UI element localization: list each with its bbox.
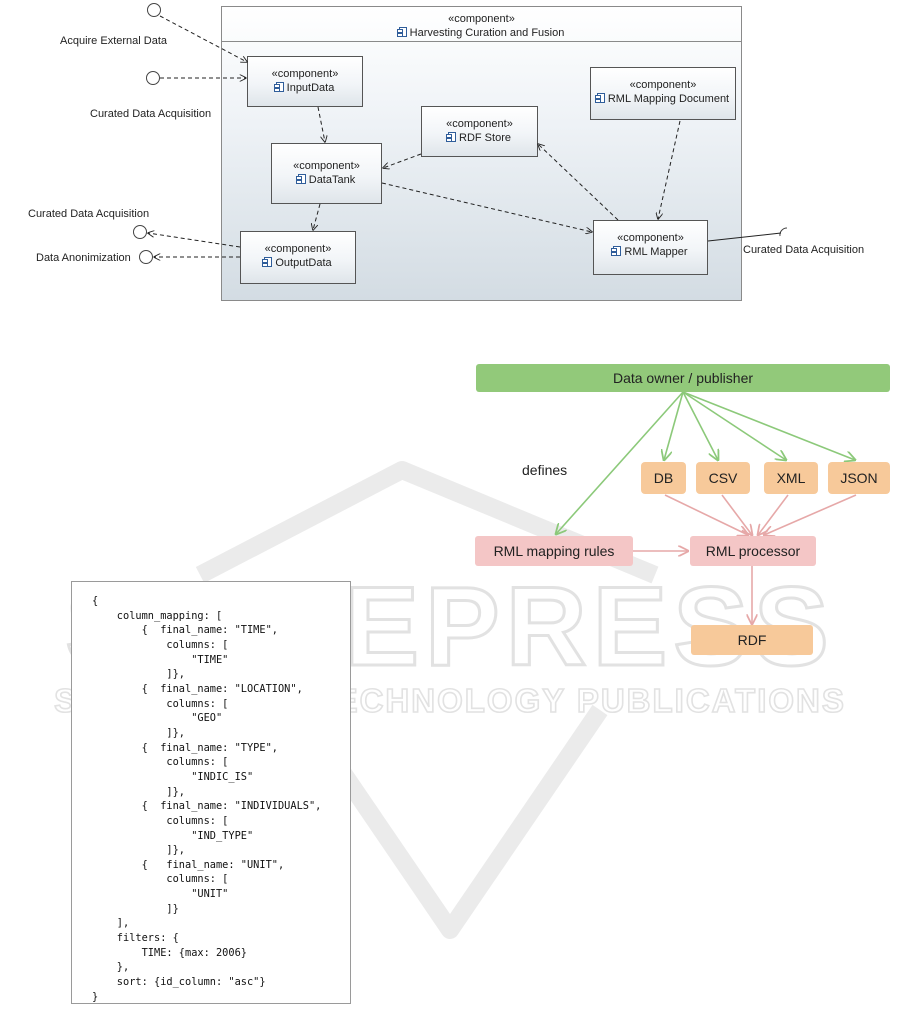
source-xml: XML bbox=[764, 462, 818, 494]
interface-label-data-anonimization: Data Anonimization bbox=[36, 252, 131, 264]
component-icon bbox=[295, 174, 306, 184]
component-rdf-store: «component» RDF Store bbox=[421, 106, 538, 157]
interface-label-curated-right: Curated Data Acquisition bbox=[743, 244, 865, 256]
interface-label-acquire-external: Acquire External Data bbox=[60, 35, 167, 47]
interface-label-curated-top: Curated Data Acquisition bbox=[90, 108, 212, 120]
rml-processor-box: RML processor bbox=[690, 536, 816, 566]
frame-header: «component» Harvesting Curation and Fusi… bbox=[222, 7, 741, 42]
component-name-text: OutputData bbox=[275, 257, 332, 269]
source-csv: CSV bbox=[696, 462, 750, 494]
component-name: DataTank bbox=[272, 174, 381, 186]
arrow-owner-to-rules bbox=[556, 391, 684, 534]
arrow-owner-to-csv bbox=[682, 391, 718, 460]
component-icon bbox=[396, 27, 407, 37]
connector bbox=[313, 203, 321, 230]
component-name: OutputData bbox=[241, 257, 355, 269]
arrow-db-to-processor bbox=[664, 494, 748, 535]
frame-name: Harvesting Curation and Fusion bbox=[222, 27, 741, 39]
component-icon bbox=[611, 246, 622, 256]
component-name-text: InputData bbox=[286, 82, 335, 94]
component-icon bbox=[446, 132, 457, 142]
frame-stereotype: «component» bbox=[448, 13, 515, 25]
component-icon bbox=[273, 82, 284, 92]
component-stereotype: «component» bbox=[446, 118, 513, 130]
arrow-owner-to-db bbox=[664, 391, 684, 460]
component-output-data: «component» OutputData bbox=[240, 231, 356, 284]
interface-lollipop bbox=[133, 225, 147, 239]
rdf-output-box: RDF bbox=[691, 625, 813, 655]
connector bbox=[707, 232, 782, 242]
component-stereotype: «component» bbox=[293, 160, 360, 172]
source-json: JSON bbox=[828, 462, 890, 494]
component-name-text: RML Mapping Document bbox=[607, 93, 730, 105]
component-stereotype: «component» bbox=[629, 79, 697, 91]
connector bbox=[159, 15, 247, 62]
component-name-text: RDF Store bbox=[459, 132, 511, 144]
interface-label-curated-mid: Curated Data Acquisition bbox=[28, 208, 150, 220]
component-stereotype: «component» bbox=[271, 68, 339, 80]
arrow-owner-to-xml bbox=[682, 391, 786, 460]
connector bbox=[317, 106, 325, 142]
component-name-text: RML Mapper bbox=[624, 246, 688, 258]
connector bbox=[381, 182, 592, 232]
component-name-text: DataTank bbox=[308, 174, 356, 186]
data-owner-box: Data owner / publisher bbox=[476, 364, 890, 392]
arrow-json-to-processor bbox=[764, 494, 857, 535]
json-code-listing: { column_mapping: [ { final_name: "TIME"… bbox=[71, 581, 351, 1004]
component-data-tank: «component» DataTank bbox=[271, 143, 382, 204]
interface-lollipop bbox=[147, 3, 161, 17]
component-rml-mapper: «component» RML Mapper bbox=[593, 220, 708, 275]
interface-socket bbox=[779, 227, 788, 237]
component-icon bbox=[594, 93, 605, 103]
component-stereotype: «component» bbox=[617, 232, 684, 244]
component-name: RDF Store bbox=[422, 132, 537, 144]
component-stereotype: «component» bbox=[264, 243, 332, 255]
component-name: InputData bbox=[248, 82, 362, 94]
connector bbox=[538, 144, 619, 221]
defines-label: defines bbox=[522, 462, 568, 478]
arrow-xml-to-processor bbox=[758, 494, 789, 535]
rml-mapping-rules-box: RML mapping rules bbox=[475, 536, 633, 566]
arrow-csv-to-processor bbox=[721, 494, 752, 535]
connector bbox=[148, 233, 241, 248]
arrow-owner-to-json bbox=[682, 391, 855, 460]
component-input-data: «component» InputData bbox=[247, 56, 363, 107]
interface-lollipop bbox=[146, 71, 160, 85]
interface-lollipop bbox=[139, 250, 153, 264]
component-name: RML Mapping Document bbox=[591, 93, 735, 105]
connector bbox=[658, 120, 681, 219]
source-db: DB bbox=[641, 462, 686, 494]
frame-name-text: Harvesting Curation and Fusion bbox=[409, 27, 565, 39]
component-rml-mapping-document: «component» RML Mapping Document bbox=[590, 67, 736, 120]
component-name: RML Mapper bbox=[594, 246, 707, 258]
component-icon bbox=[262, 257, 273, 267]
code-text: { column_mapping: [ { final_name: "TIME"… bbox=[92, 595, 322, 1003]
